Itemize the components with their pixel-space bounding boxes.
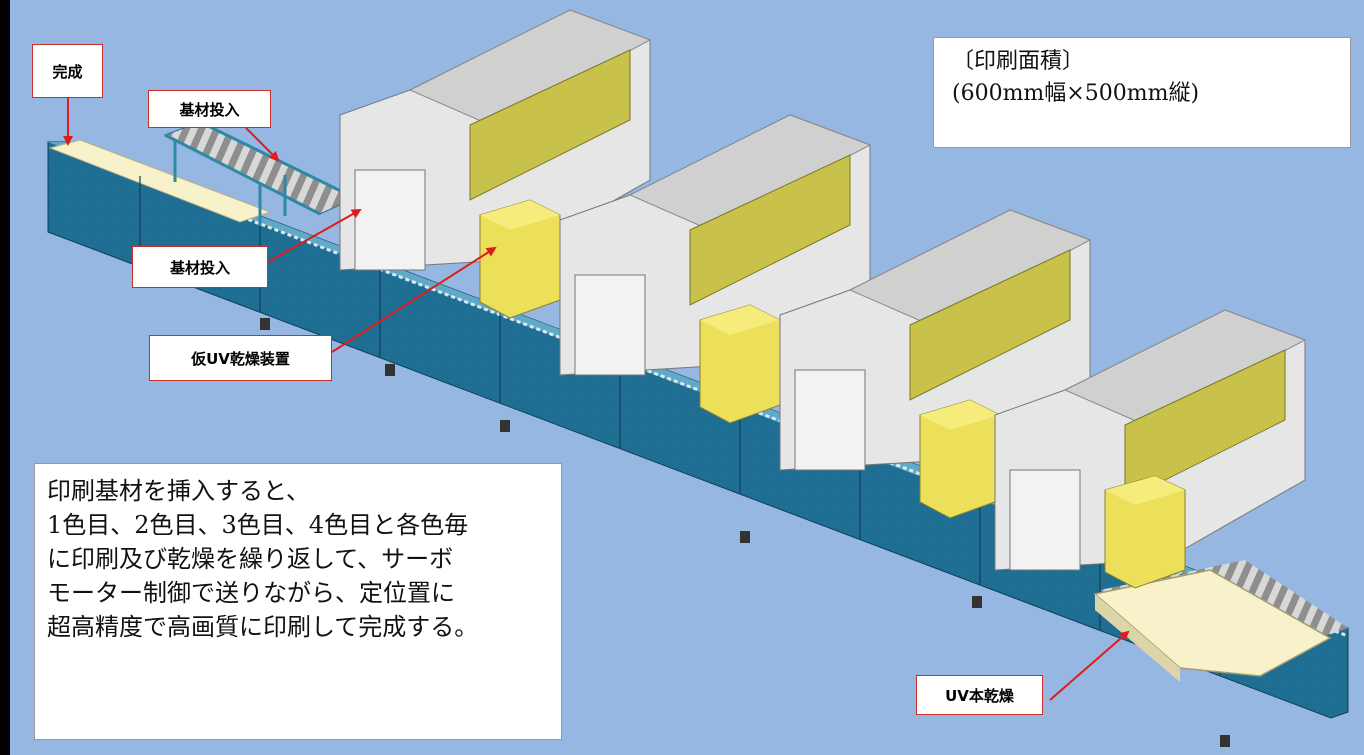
uv-main-dryer bbox=[1093, 560, 1348, 682]
label-substrate-input-top: 基材投入 bbox=[148, 90, 271, 128]
input-roller-conveyor bbox=[163, 120, 357, 226]
production-line-illustration bbox=[47, 9, 1349, 747]
process-description: 印刷基材を挿入すると、 1色目、2色目、3色目、4色目と各色毎 に印刷及び乾燥を… bbox=[34, 463, 562, 740]
print-area-note: 〔印刷面積〕 (600mm幅×500mm縦) bbox=[933, 37, 1351, 148]
description-line: 1色目、2色目、3色目、4色目と各色毎 bbox=[47, 511, 469, 539]
printing-unit-2 bbox=[559, 114, 872, 424]
printing-unit-4 bbox=[994, 309, 1307, 589]
label-complete: 完成 bbox=[32, 44, 103, 98]
label-substrate-input-left: 基材投入 bbox=[132, 246, 268, 288]
description-line: 印刷基材を挿入すると、 bbox=[47, 477, 311, 505]
arrow-substrate-input-2 bbox=[267, 209, 362, 263]
diagram-canvas: 完成 基材投入 基材投入 仮UV乾燥装置 UV本乾燥 〔印刷面積〕 (600mm… bbox=[10, 0, 1364, 755]
arrow-temp-uv-dryer bbox=[331, 246, 497, 353]
label-uv-main-dry: UV本乾燥 bbox=[916, 675, 1043, 715]
description-line: 超高精度で高画質に印刷して完成する。 bbox=[47, 613, 479, 641]
arrow-substrate-input-1 bbox=[245, 127, 280, 162]
print-area-heading: 〔印刷面積〕 bbox=[952, 49, 1085, 74]
label-temp-uv-dryer: 仮UV乾燥装置 bbox=[149, 335, 332, 381]
callout-arrows bbox=[63, 98, 1130, 701]
description-line: モーター制御で送りながら、定位置に bbox=[47, 579, 455, 607]
print-area-size: (600mm幅×500mm縦) bbox=[952, 81, 1200, 106]
printing-unit-3 bbox=[779, 209, 1092, 519]
description-line: に印刷及び乾燥を繰り返して、サーボ bbox=[47, 545, 454, 573]
arrow-uv-main-dry bbox=[1049, 630, 1130, 701]
printing-unit-1 bbox=[339, 9, 652, 319]
